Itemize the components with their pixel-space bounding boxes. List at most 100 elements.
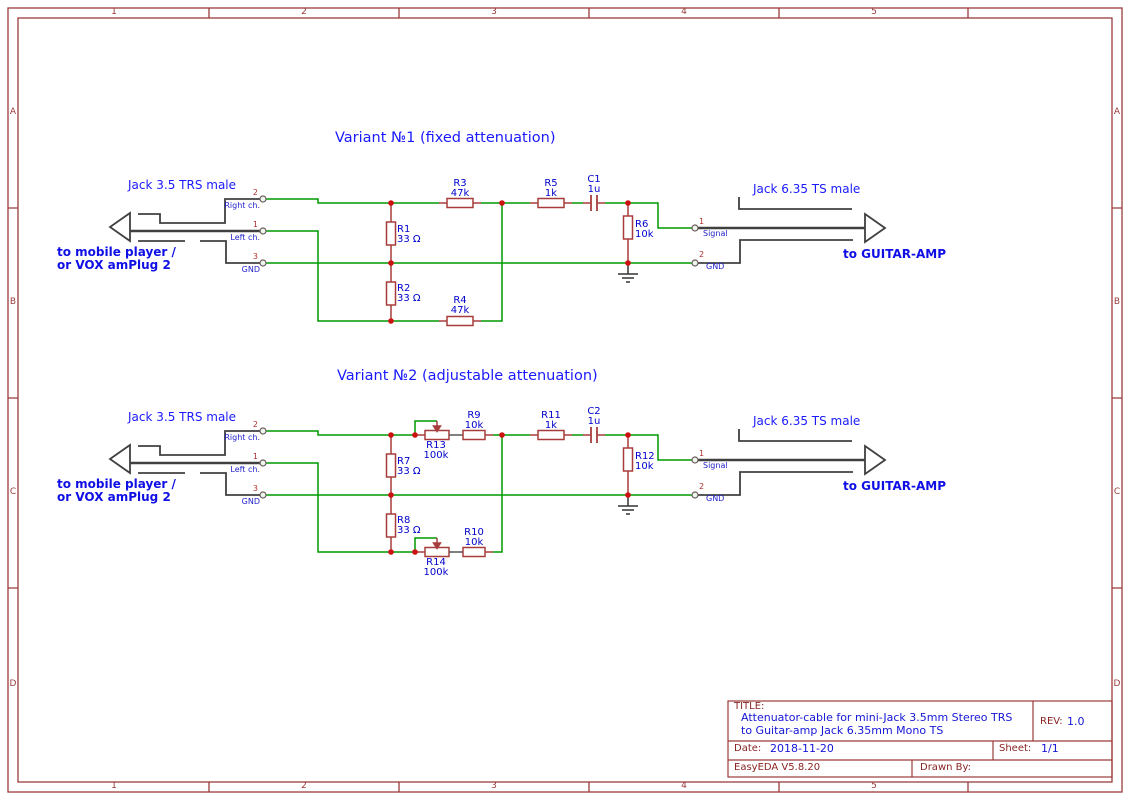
v2-pin-num-signal: 1: [699, 449, 705, 458]
v1-r3-val: 47k: [450, 188, 470, 199]
v1-pin-num-right-ch: 2: [252, 188, 258, 197]
titleblock-drawn-by-label: Drawn By:: [920, 762, 972, 773]
v1-pin-num-gnd-right: 2: [699, 250, 705, 259]
v2-potentiometer-R13: [415, 421, 450, 441]
v1-r2-ref: R2: [397, 283, 411, 294]
frame-row-left-b: B: [9, 297, 17, 307]
v2-resistor-R7: [385, 435, 397, 495]
titleblock-title-line1: Attenuator-cable for mini-Jack 3.5mm Ste…: [741, 711, 1013, 724]
v2-pin-name-right-ch: Right ch.: [224, 433, 260, 442]
v2-wires: [266, 420, 692, 553]
frame-row-right-b: B: [1113, 297, 1121, 307]
v2-pin-num-gnd: 3: [252, 484, 258, 493]
frame-col-top-3: 3: [491, 7, 497, 17]
v2-pin-num-gnd-right: 2: [699, 482, 705, 491]
v2-r12-ref: R12: [635, 451, 655, 462]
v1-r3-ref: R3: [453, 178, 467, 189]
v2-jack-635-ts-symbol: [698, 429, 887, 496]
titleblock-sheet-value: 1/1: [1041, 742, 1059, 755]
frame-row-left-d: D: [9, 679, 17, 689]
v1-pin-name-left-ch: Left ch.: [230, 233, 260, 242]
v2-r12-val: 10k: [635, 461, 654, 472]
v1-title: Variant №1 (fixed attenuation): [335, 130, 556, 146]
v1-resistor-R5: [530, 197, 572, 209]
frame-col-bot-4: 4: [681, 781, 687, 791]
v2-r14-ref: R14: [426, 557, 446, 568]
title-block-grid: [727, 700, 1113, 778]
v2-pin-num-right-ch: 2: [252, 420, 258, 429]
v1-jack-left-label: Jack 3.5 TRS male: [128, 178, 237, 192]
v2-r9-val: 10k: [464, 420, 484, 431]
v1-pin-circles: [259, 195, 699, 267]
v2-dest-right: to GUITAR-AMP: [843, 479, 947, 493]
v2-r14-val: 100k: [423, 567, 449, 578]
frame-col-bot-1: 1: [111, 781, 117, 791]
v2-r13-val: 100k: [423, 450, 449, 461]
frame-col-top-4: 4: [681, 7, 687, 17]
v1-resistor-R1: [385, 203, 397, 263]
v1-r5-val: 1k: [544, 188, 558, 199]
v2-resistor-R8: [385, 495, 397, 552]
v1-components: [385, 195, 634, 327]
v1-jack-635-ts-symbol: [698, 197, 887, 264]
v2-potentiometer-R14: [415, 538, 450, 558]
v1-wires: [266, 198, 692, 322]
frame-row-right-d: D: [1113, 679, 1121, 689]
frame-col-bot-2: 2: [301, 781, 307, 791]
frame-row-right-c: C: [1113, 487, 1121, 497]
v2-pin-num-left-ch: 1: [252, 452, 258, 461]
v1-dest-left-line1: to mobile player /: [57, 245, 176, 259]
v2-dest-left-line2: or VOX amPlug 2: [57, 490, 171, 504]
titleblock-rev-label: REV:: [1040, 716, 1063, 727]
v2-pin-name-signal: Signal: [703, 461, 728, 470]
v2-r7-val: 33 Ω: [397, 466, 421, 477]
v2-r8-val: 33 Ω: [397, 525, 421, 536]
v2-pin-name-gnd: GND: [241, 497, 260, 506]
v1-r2-val: 33 Ω: [397, 293, 421, 304]
v2-ground-symbol: [618, 495, 638, 515]
titleblock-tool-version: EasyEDA V5.8.20: [734, 762, 821, 773]
v2-jack-left-label: Jack 3.5 TRS male: [128, 410, 237, 424]
v1-jack-right-label: Jack 6.35 TS male: [753, 182, 861, 196]
frame-row-right-a: A: [1113, 107, 1121, 117]
titleblock-rev-value: 1.0: [1067, 715, 1085, 728]
v1-resistor-R4: [439, 315, 481, 327]
frame-row-left-a: A: [9, 107, 17, 117]
frame-col-bot-3: 3: [491, 781, 497, 791]
titleblock-title-label: TITLE:: [734, 701, 765, 712]
titleblock-title-line2: to Guitar-amp Jack 6.35mm Mono TS: [741, 724, 944, 737]
v2-resistor-R9: [449, 429, 493, 441]
titleblock-sheet-label: Sheet:: [999, 743, 1032, 754]
v1-resistor-R6: [622, 203, 634, 263]
v1-resistor-R2: [385, 263, 397, 321]
v2-components: [385, 421, 634, 558]
v1-c1-ref: C1: [587, 174, 601, 185]
v2-r9-ref: R9: [467, 410, 481, 421]
sheet-frame: [7, 7, 1123, 793]
v2-r11-ref: R11: [541, 410, 561, 421]
v2-pin-circles: [259, 427, 699, 499]
v1-c1-val: 1u: [587, 184, 601, 195]
v2-r11-val: 1k: [544, 420, 558, 431]
v2-jack-35-trs-symbol: [108, 430, 260, 496]
v1-r6-ref: R6: [635, 219, 649, 230]
titleblock-date-value: 2018-11-20: [770, 742, 834, 755]
v2-r7-ref: R7: [397, 456, 411, 467]
v2-title: Variant №2 (adjustable attenuation): [337, 368, 598, 384]
v2-c2-val: 1u: [587, 416, 601, 427]
v1-pin-name-gnd: GND: [241, 265, 260, 274]
v2-capacitor-C2: [583, 427, 605, 443]
v1-pin-num-gnd: 3: [252, 252, 258, 261]
v2-resistor-R10: [449, 546, 493, 558]
v2-pin-name-gnd-right: GND: [706, 494, 725, 503]
v1-r5-ref: R5: [544, 178, 558, 189]
v1-r1-ref: R1: [397, 224, 411, 235]
v2-r13-ref: R13: [426, 440, 446, 451]
v2-pin-name-left-ch: Left ch.: [230, 465, 260, 474]
frame-col-top-1: 1: [111, 7, 117, 17]
frame-row-left-c: C: [9, 487, 17, 497]
v1-resistor-R3: [439, 197, 481, 209]
v1-pin-num-signal: 1: [699, 217, 705, 226]
